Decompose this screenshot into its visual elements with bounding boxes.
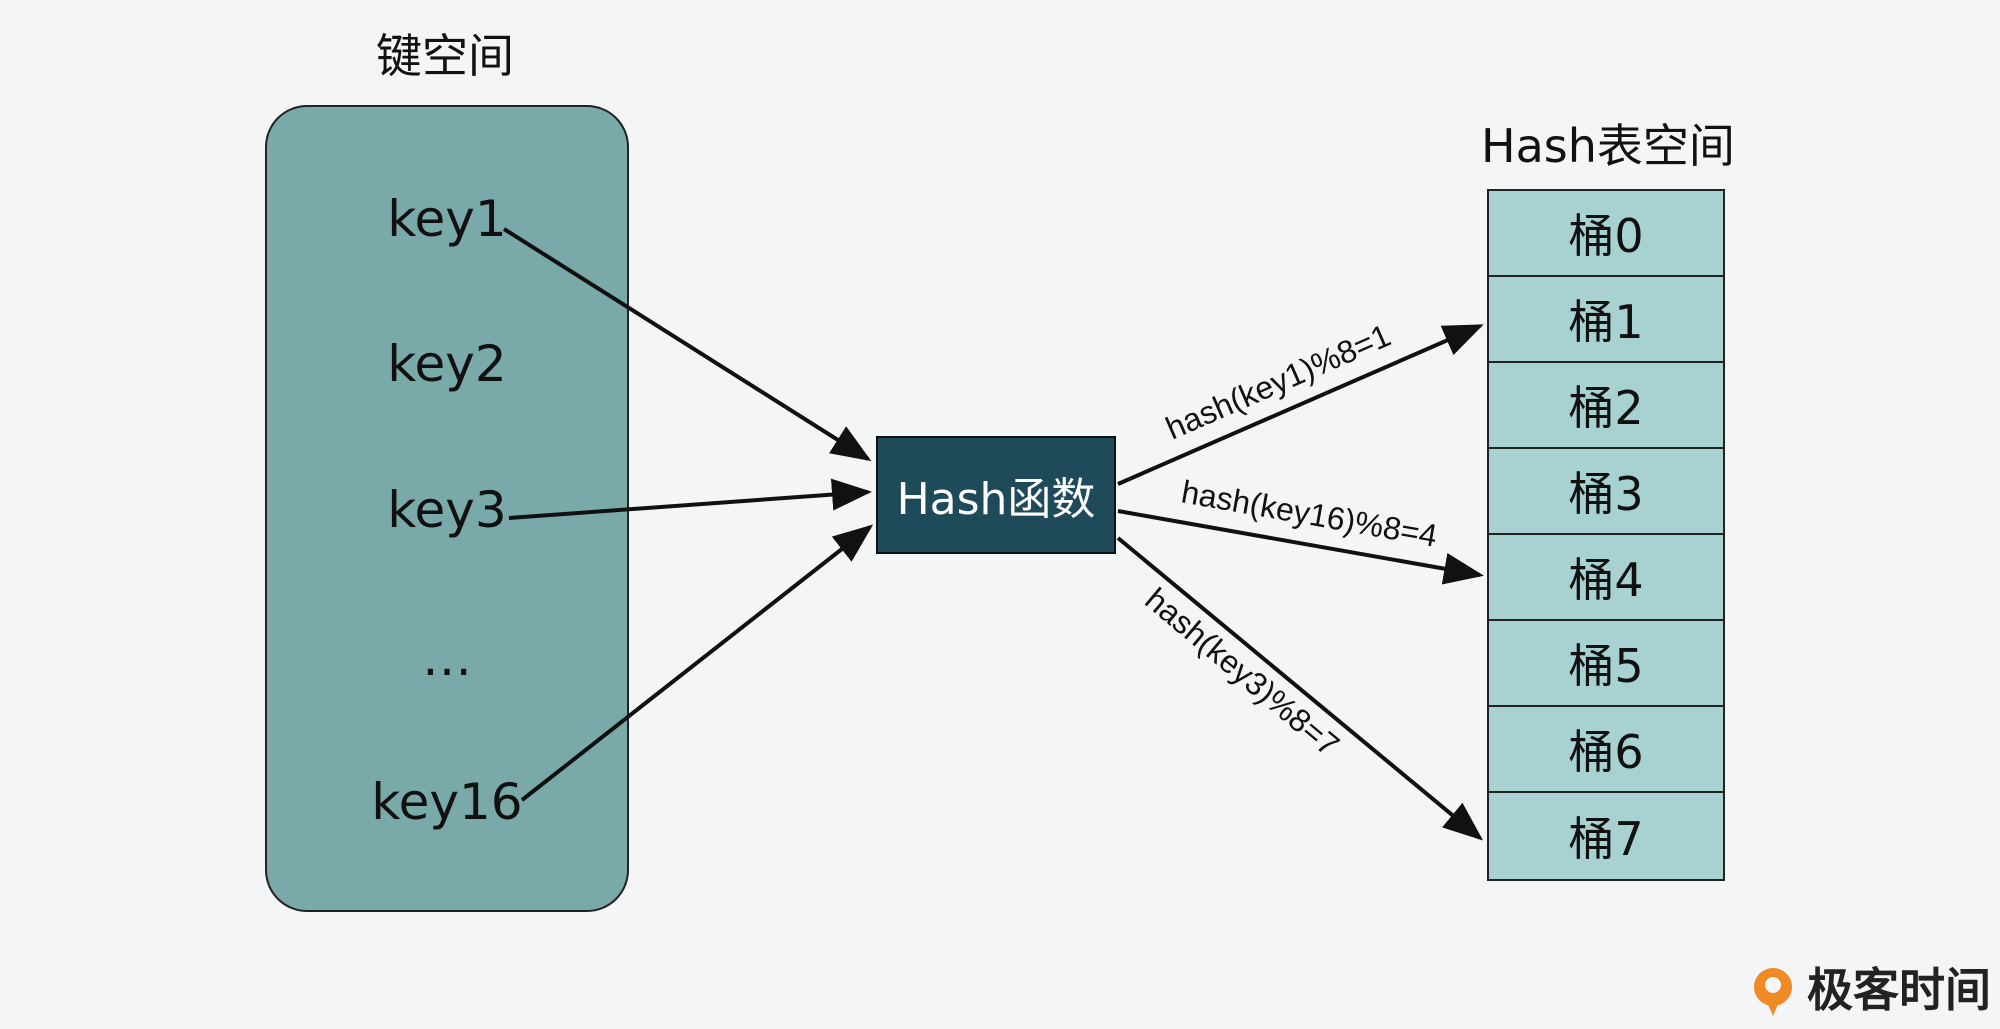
- arrow-key3-to-hash: [508, 478, 872, 520]
- key-label-key16: key16: [371, 773, 523, 831]
- bucket-4: 桶4: [1489, 535, 1723, 621]
- bucket-2: 桶2: [1489, 363, 1723, 449]
- arrow-key16-to-hash: [520, 524, 874, 802]
- brand-logo: 极客时间: [1745, 962, 1991, 1018]
- key-label-key2: key2: [387, 335, 507, 393]
- brand-name: 极客时间: [1807, 963, 1991, 1017]
- mapping-label-key1: hash(key1)%8=1: [1160, 317, 1395, 446]
- key-label-ellipsis: …: [422, 629, 472, 687]
- bucket-3: 桶3: [1489, 449, 1723, 535]
- arrow-hash-to-bucket4: [1117, 509, 1484, 585]
- key-label-key1: key1: [387, 190, 507, 248]
- bucket-1: 桶1: [1489, 277, 1723, 363]
- geektime-logo-icon: [1754, 968, 1792, 1016]
- hash-table: 桶0 桶1 桶2 桶3 桶4 桶5 桶6 桶7: [1487, 189, 1725, 881]
- bucket-0: 桶0: [1489, 191, 1723, 277]
- key-space-panel: [265, 105, 629, 912]
- key-space-title: 键空间: [376, 29, 514, 83]
- hash-table-title: Hash表空间: [1481, 119, 1735, 173]
- arrow-hash-to-bucket7: [1116, 536, 1484, 841]
- arrow-hash-to-bucket1: [1117, 324, 1484, 486]
- bucket-6: 桶6: [1489, 707, 1723, 793]
- key-label-key3: key3: [387, 481, 507, 539]
- arrow-key1-to-hash: [502, 227, 872, 462]
- bucket-7: 桶7: [1489, 793, 1723, 879]
- mapping-label-key16: hash(key16)%8=4: [1179, 473, 1440, 553]
- bucket-5: 桶5: [1489, 621, 1723, 707]
- hash-function-box: Hash函数: [876, 436, 1116, 554]
- mapping-label-key3: hash(key3)%8=7: [1139, 581, 1347, 764]
